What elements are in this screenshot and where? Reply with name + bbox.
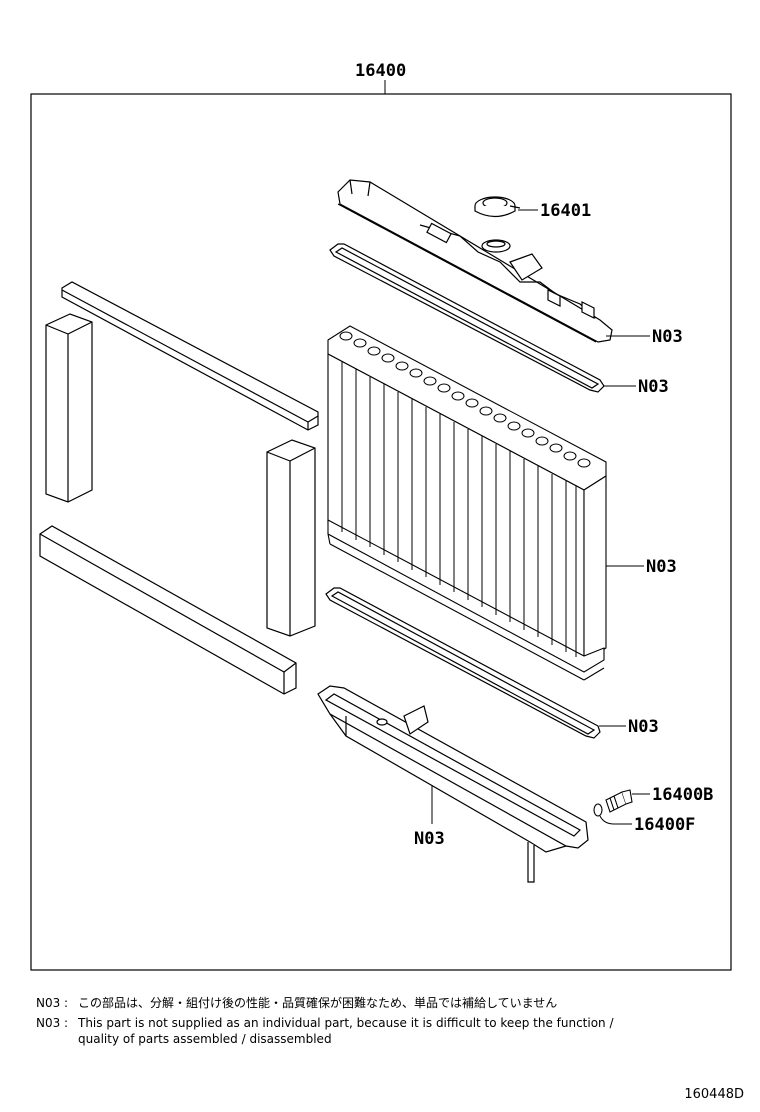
upper-gasket-callout: N03 <box>638 377 669 397</box>
figure-id: 160448D <box>684 1087 744 1102</box>
lower-tank-callout: N03 <box>414 829 445 849</box>
seal-strip-top-left <box>61 281 319 431</box>
seal-strip-bottom-left <box>39 525 297 695</box>
note-japanese: N03 : この部品は、分解・組付け後の性能・品質確保が困難なため、単品では補給し… <box>36 994 557 1011</box>
upper-tank-callout: N03 <box>652 327 683 347</box>
seal-block-left <box>45 313 93 503</box>
radiator-core-fins <box>341 362 577 657</box>
assembly-frame <box>30 93 732 971</box>
seal-block-center <box>266 439 316 637</box>
core-callout: N03 <box>646 557 677 577</box>
radiator-core-top-teeth <box>339 331 591 468</box>
assembly-number-label: 16400 <box>355 61 406 81</box>
drain-oring <box>593 803 603 817</box>
note-english-text-line2: quality of parts assembled / disassemble… <box>78 1032 332 1046</box>
note-japanese-key: N03 : <box>36 996 69 1010</box>
note-english: N03 : This part is not supplied as an ind… <box>36 1016 614 1030</box>
note-english-key: N03 : <box>36 1016 69 1030</box>
lower-tank <box>317 685 589 883</box>
drain-cock-callout: 16400B <box>652 785 713 805</box>
lower-gasket <box>325 587 601 739</box>
drain-oring-callout: 16400F <box>634 815 695 835</box>
lower-gasket-callout: N03 <box>628 717 659 737</box>
note-english-line2: quality of parts assembled / disassemble… <box>78 1032 332 1046</box>
drain-cock-plug <box>605 789 633 813</box>
drain-oring-leader <box>599 815 632 825</box>
radiator-cap <box>474 196 521 218</box>
upper-tank <box>337 179 613 343</box>
note-japanese-text: この部品は、分解・組付け後の性能・品質確保が困難なため、単品では補給していません <box>78 996 558 1010</box>
note-english-text-line1: This part is not supplied as an individu… <box>78 1016 614 1030</box>
cap-callout: 16401 <box>540 201 591 221</box>
